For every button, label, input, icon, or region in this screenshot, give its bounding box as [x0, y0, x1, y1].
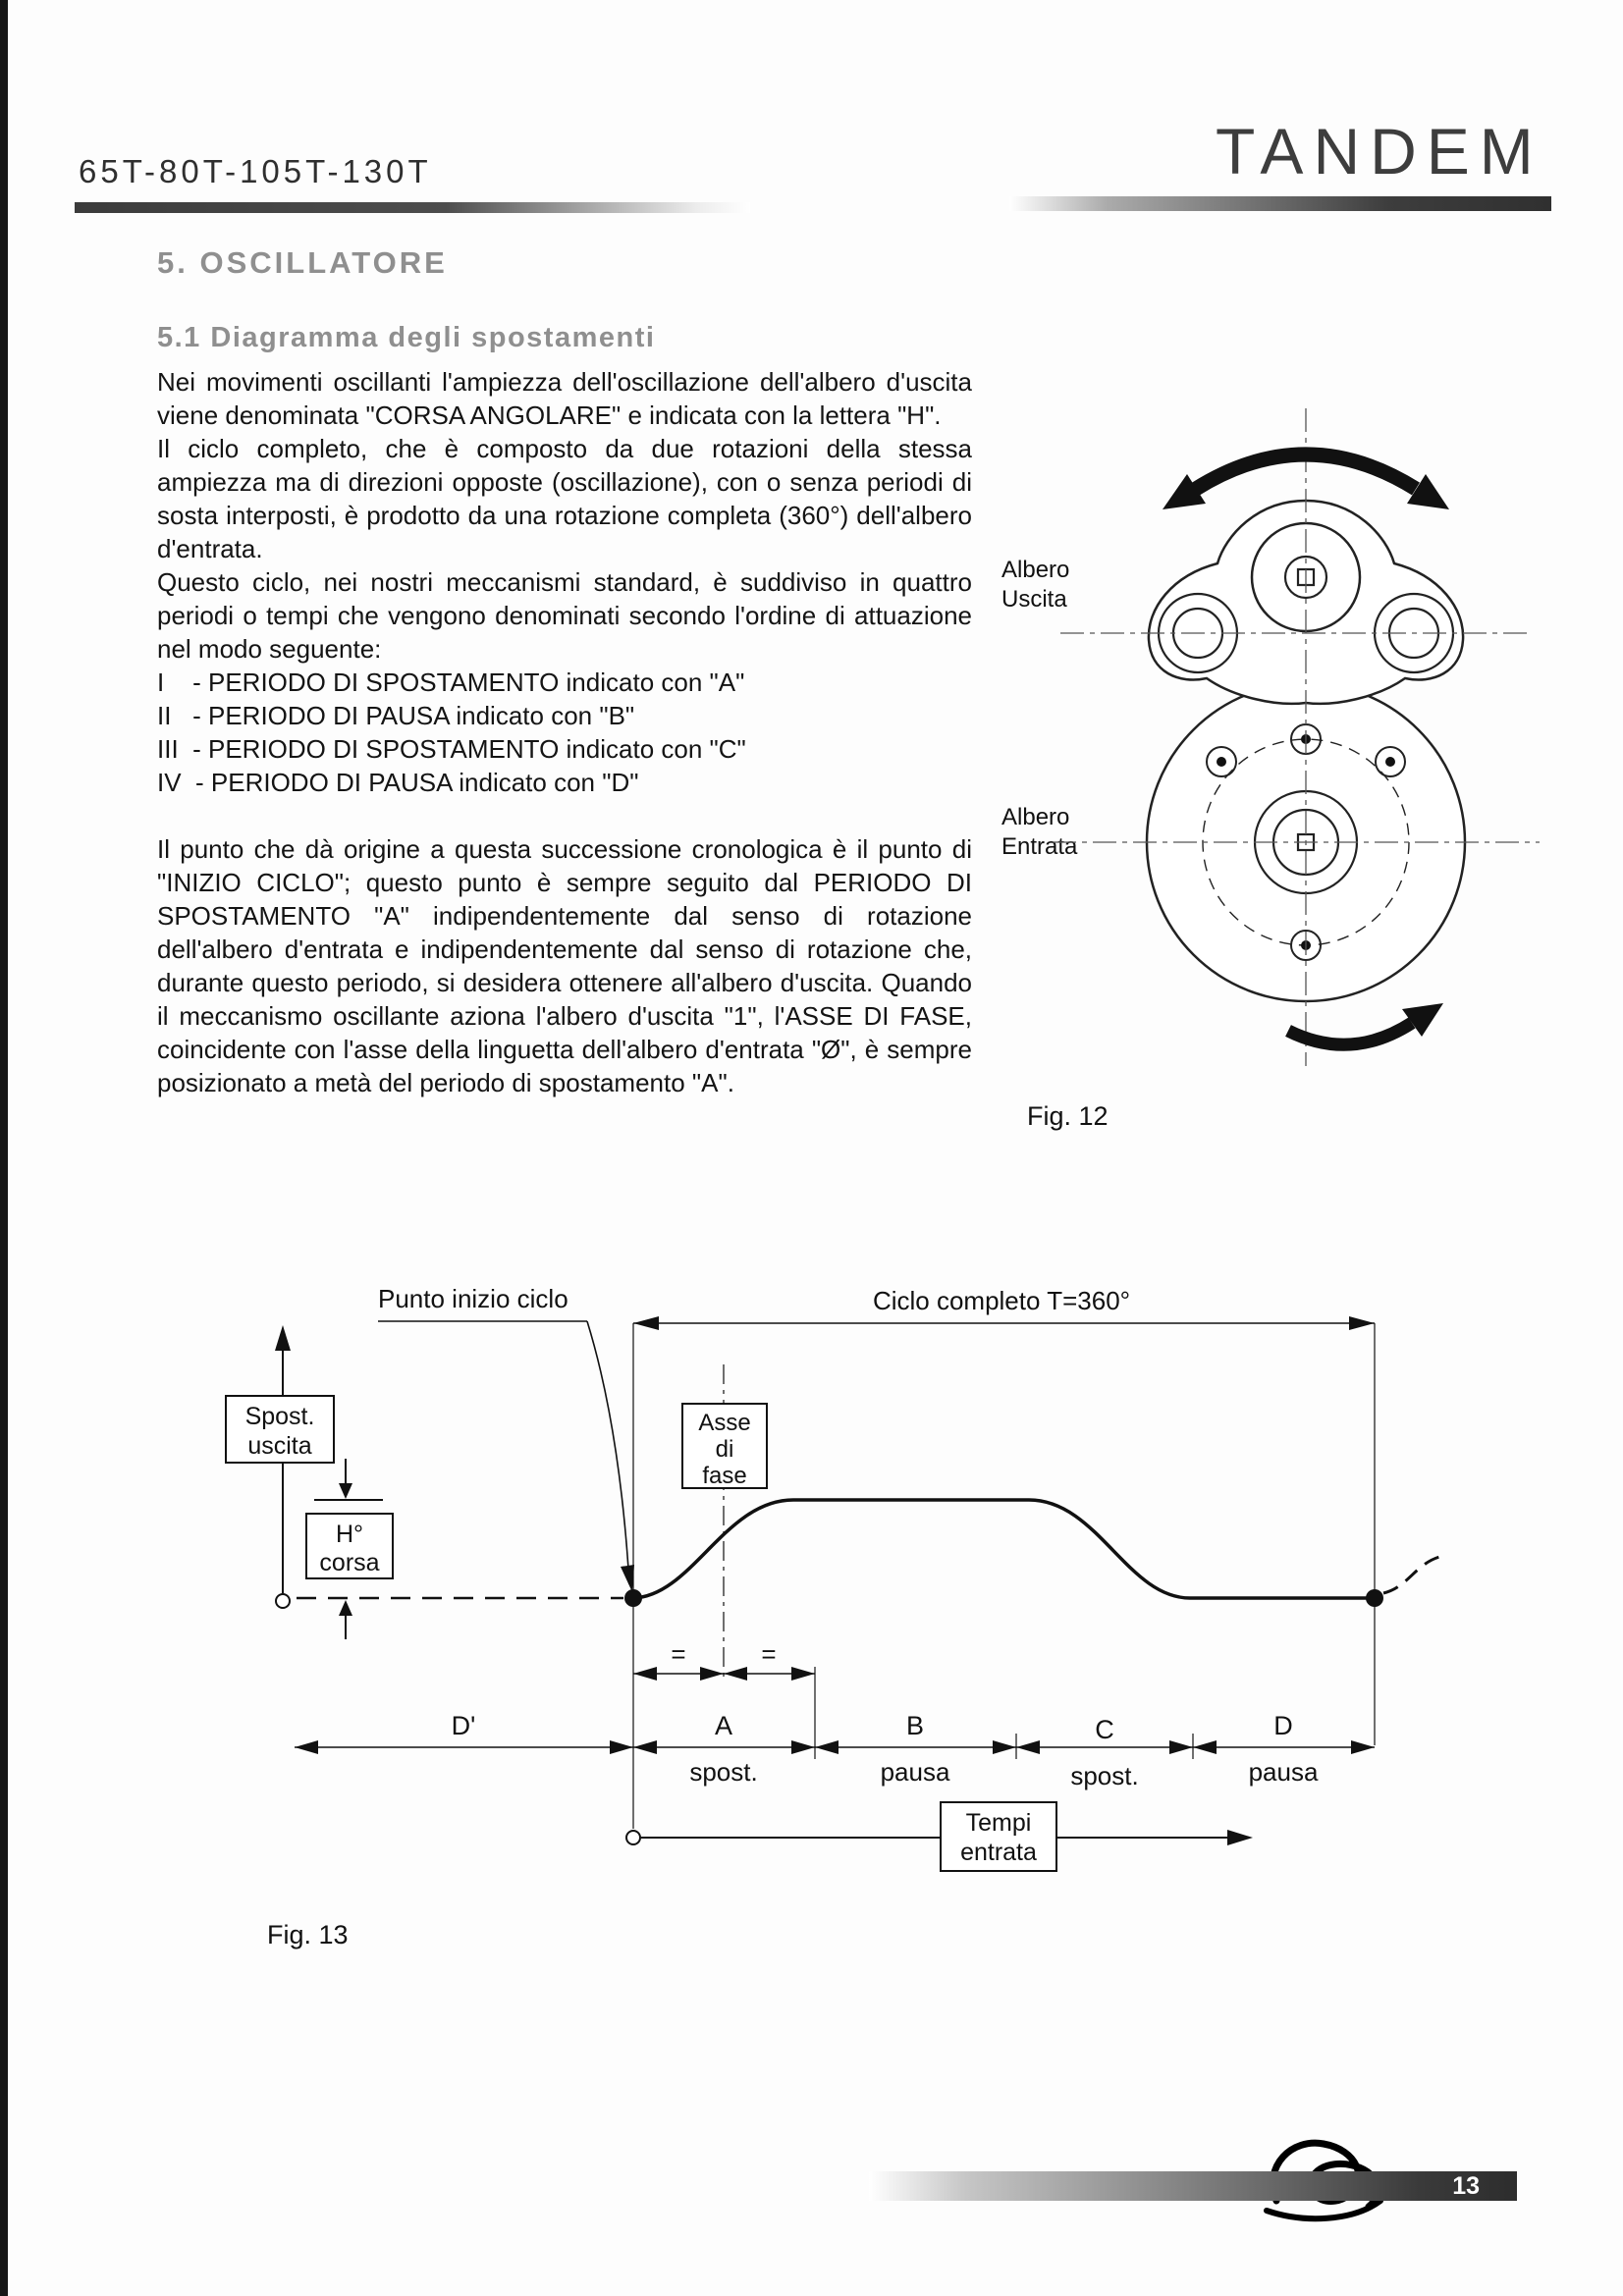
cycle-length-label: Ciclo completo T=360°	[873, 1286, 1130, 1315]
period-list-item-1: I - PERIODO DI SPOSTAMENTO indicato con …	[157, 667, 745, 697]
section-title: 5. OSCILLATORE	[157, 245, 448, 280]
period-c-sub: spost.	[1070, 1761, 1138, 1790]
output-displacement-label-line1: Spost.	[245, 1403, 315, 1430]
fig12-output-shaft-label-line1: Albero	[1001, 557, 1070, 583]
header-model-range: 65T-80T-105T-130T	[79, 153, 432, 189]
start-point-leader	[378, 1320, 634, 1592]
cycle-dimension	[633, 1316, 1375, 1330]
input-time-axis	[625, 1830, 1253, 1845]
section-subtitle: 5.1 Diagramma degli spostamenti	[157, 322, 656, 353]
stroke-label-line1: H°	[336, 1521, 363, 1548]
paragraph-quattro-periodi: Questo ciclo, nei nostri meccanismi stan…	[157, 567, 972, 664]
body-text-column: Nei movimenti oscillanti l'ampiezza dell…	[157, 365, 972, 1099]
fig12-input-shaft-label-line1: Albero	[1001, 804, 1070, 830]
period-b-label: B	[906, 1711, 924, 1740]
rotation-arrow-icon	[1285, 1003, 1443, 1051]
header-left-rule	[75, 202, 750, 213]
phase-axis-label-line1: Asse	[698, 1410, 750, 1436]
extension-lines	[632, 1323, 1376, 1829]
output-axis	[275, 1325, 291, 1609]
period-list-item-4: IV - PERIODO DI PAUSA indicato con "D"	[157, 768, 639, 797]
phase-axis-label-line2: di	[716, 1436, 734, 1463]
period-dprime-label: D'	[452, 1711, 476, 1740]
oscillation-arrow-icon	[1163, 447, 1449, 509]
period-c-label: C	[1095, 1715, 1114, 1744]
fig12-input-shaft-label: Albero Entrata	[1001, 803, 1077, 862]
equals-label-left: =	[671, 1639, 685, 1669]
period-b-sub: pausa	[881, 1757, 950, 1787]
equals-label-right: =	[761, 1639, 776, 1669]
period-a-sub: spost.	[689, 1757, 757, 1787]
label-boxes	[225, 1395, 1057, 1872]
scan-edge-artifact	[0, 0, 8, 2296]
curve-dashed-tail	[1382, 1554, 1444, 1595]
header-right-rule	[1009, 196, 1551, 211]
fig12-mechanism-drawing	[1053, 408, 1540, 1066]
stroke-label-line2: corsa	[319, 1549, 379, 1576]
fig12-output-shaft-label: Albero Uscita	[1001, 556, 1069, 614]
input-time-label-line1: Tempi	[966, 1809, 1032, 1837]
period-d-label: D	[1273, 1711, 1293, 1740]
output-displacement-label-line2: uscita	[247, 1432, 311, 1460]
fig13-timing-diagram: Punto inizio ciclo Ciclo completo T=360°…	[225, 1284, 1444, 1872]
brand-logo-text: TANDEM	[1216, 115, 1543, 187]
paragraph-ciclo-completo: Il ciclo completo, che è composto da due…	[157, 434, 972, 563]
equals-dimension	[633, 1667, 815, 1681]
paragraph-corsa-angolare: Nei movimenti oscillanti l'ampiezza dell…	[157, 367, 972, 430]
output-displacement-curve	[632, 1498, 1369, 1600]
period-list-item-3: III - PERIODO DI SPOSTAMENTO indicato co…	[157, 734, 746, 764]
phase-axis-label-line3: fase	[702, 1463, 746, 1489]
period-d-sub: pausa	[1249, 1757, 1319, 1787]
fig12-input-shaft-label-line2: Entrata	[1001, 833, 1078, 860]
page-number: 13	[1452, 2172, 1480, 2200]
stroke-dimension-arrows	[339, 1459, 352, 1639]
input-time-label-line2: entrata	[960, 1839, 1037, 1866]
fig13-caption: Fig. 13	[267, 1920, 349, 1949]
periods-dimension	[295, 1740, 1375, 1754]
centerlines	[1053, 408, 1540, 1066]
cycle-end-dot	[1366, 1589, 1383, 1607]
fig12-output-shaft-label-line2: Uscita	[1001, 586, 1067, 613]
paragraph-inizio-ciclo: Il punto che dà origine a questa success…	[157, 834, 972, 1097]
fig12-caption: Fig. 12	[1027, 1101, 1109, 1131]
footer-rule: 13	[869, 2171, 1517, 2201]
period-list-item-2: II - PERIODO DI PAUSA indicato con "B"	[157, 701, 635, 730]
period-a-label: A	[715, 1711, 732, 1740]
cycle-start-dot	[624, 1589, 642, 1607]
cycle-start-point-label: Punto inizio ciclo	[378, 1284, 568, 1313]
